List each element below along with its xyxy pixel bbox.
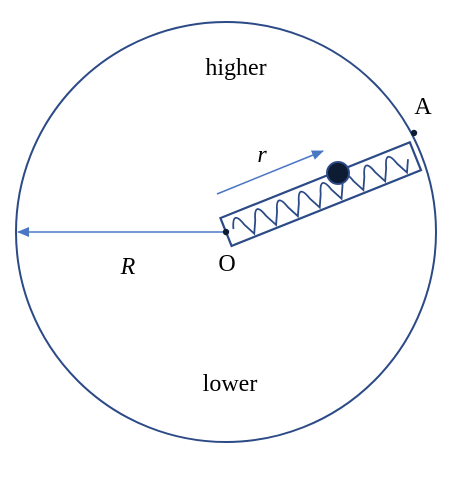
spring-tube	[218, 140, 423, 248]
label-A: A	[414, 94, 432, 120]
radius-r-arrow	[216, 150, 324, 195]
label-r: r	[257, 142, 267, 168]
point-A	[410, 129, 418, 137]
point-O	[222, 228, 230, 236]
label-O: O	[218, 251, 235, 277]
label-R: R	[120, 254, 136, 280]
label-higher: higher	[205, 55, 266, 81]
label-lower: lower	[203, 371, 258, 397]
spring-coil	[232, 155, 409, 236]
outer-circle	[15, 21, 437, 443]
ball	[326, 161, 350, 185]
